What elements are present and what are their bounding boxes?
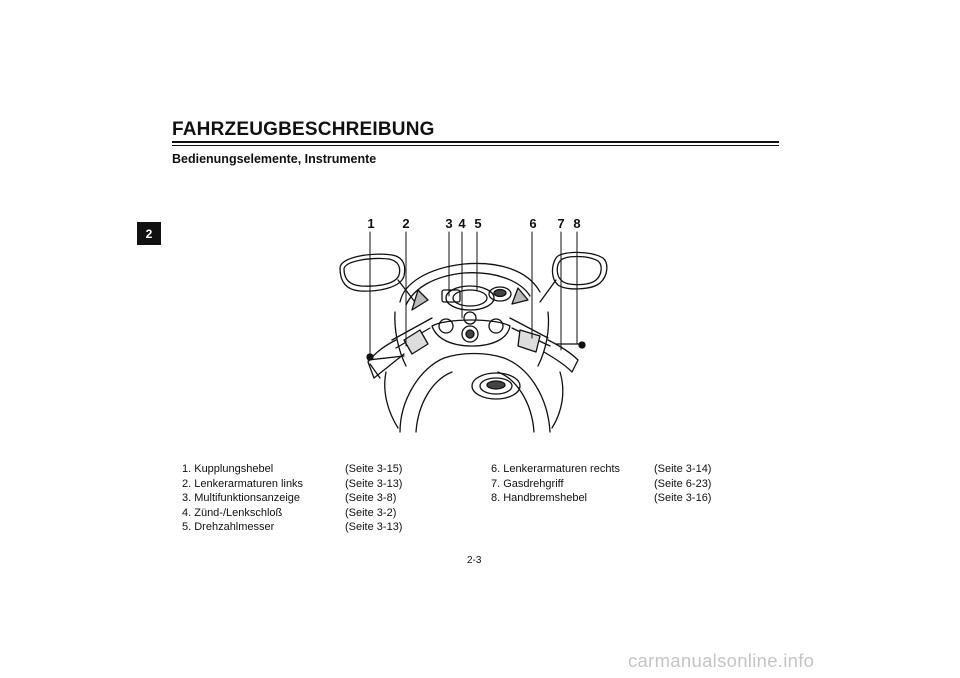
handlebar-illustration — [339, 231, 608, 433]
callout-leaders — [369, 231, 578, 357]
legend-item-page: (Seite 3-16) — [654, 492, 712, 504]
legend-item-name: 6. Lenkerarmaturen rechts — [491, 463, 621, 475]
left-mirror — [339, 253, 416, 303]
legend-item-name: 2. Lenkerarmaturen links — [182, 477, 304, 490]
callout-1: 1 — [367, 216, 375, 231]
chapter-tab: 2 — [137, 222, 161, 245]
legend-item-name: 7. Gasdrehgriff — [491, 477, 564, 490]
callout-8: 8 — [573, 216, 581, 231]
legend-item-name: 4. Zünd-/Lenkschloß — [182, 506, 283, 519]
callout-4: 4 — [458, 216, 466, 231]
handlebars — [366, 317, 586, 379]
legend-item: 4. Zünd-/Lenkschloß (Seite 3-2) — [182, 506, 402, 521]
triple-clamp — [431, 311, 511, 347]
legend-item-name: 8. Handbremshebel — [491, 492, 588, 504]
watermark: carmanualsonline.info — [628, 650, 815, 671]
legend-item: 8. Handbremshebel (Seite 3-16) — [491, 491, 711, 506]
legend-item-page: (Seite 3-8) — [345, 492, 397, 504]
legend-item-name: 3. Multifunktionsanzeige — [182, 492, 301, 504]
callout-5: 5 — [474, 216, 482, 231]
legend-item-page: (Seite 3-15) — [345, 463, 403, 475]
fuel-tank — [384, 352, 564, 433]
legend-item-page: (Seite 3-2) — [345, 506, 397, 519]
fairing — [394, 262, 550, 367]
legend-item-page: (Seite 3-14) — [654, 463, 712, 475]
title-rule-thick — [172, 141, 779, 143]
legend-item: 5. Drehzahlmesser (Seite 3-13) — [182, 520, 402, 535]
legend-item-page: (Seite 6-23) — [654, 477, 712, 490]
callout-7: 7 — [557, 216, 565, 231]
callout-3: 3 — [445, 216, 453, 231]
legend-item: 2. Lenkerarmaturen links (Seite 3-13) — [182, 477, 402, 492]
legend-item-page: (Seite 3-13) — [345, 521, 403, 533]
legend-item-name: 1. Kupplungshebel — [182, 463, 274, 475]
callout-2: 2 — [402, 216, 410, 231]
legend-left-column: 1. Kupplungshebel (Seite 3-15) 2. Lenker… — [182, 462, 402, 535]
legend-item: 3. Multifunktionsanzeige (Seite 3-8) — [182, 491, 402, 506]
right-mirror — [539, 251, 608, 303]
instrument-cluster — [441, 285, 512, 311]
legend-item-name: 5. Drehzahlmesser — [182, 521, 275, 533]
legend-right-column: 6. Lenkerarmaturen rechts (Seite 3-14) 7… — [491, 462, 711, 506]
legend-item-page: (Seite 3-13) — [345, 477, 403, 490]
legend-item: 6. Lenkerarmaturen rechts (Seite 3-14) — [491, 462, 711, 477]
legend-item: 1. Kupplungshebel (Seite 3-15) — [182, 462, 402, 477]
page-number: 2-3 — [467, 555, 482, 566]
page-title: FAHRZEUGBESCHREIBUNG — [172, 119, 435, 140]
title-rule-thin — [172, 145, 779, 146]
legend-item: 7. Gasdrehgriff (Seite 6-23) — [491, 477, 711, 492]
section-subtitle: Bedienungselemente, Instrumente — [172, 152, 377, 166]
callout-6: 6 — [529, 216, 537, 231]
